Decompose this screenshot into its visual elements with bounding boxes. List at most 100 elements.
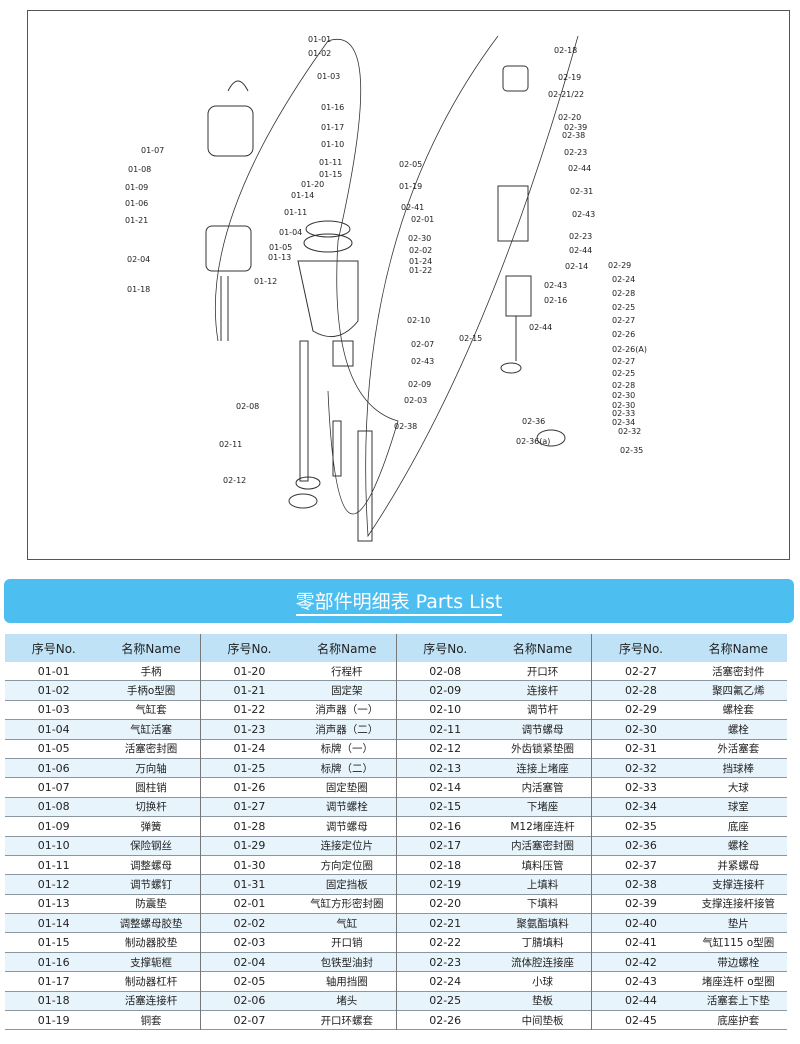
part-name: 垫板 [532, 995, 554, 1008]
part-name: 连接定位片 [320, 840, 374, 853]
part-name: 活塞连接杆 [124, 995, 178, 1008]
table-row: 02-11 调节螺母 [396, 720, 592, 740]
handle-shape [227, 80, 249, 92]
header-name: 名称Name [512, 641, 573, 656]
header-name: 名称Name [317, 641, 377, 656]
part-number: 02-07 [233, 1013, 266, 1027]
part-number: 02-11 [429, 722, 462, 736]
part-name: 球室 [727, 801, 749, 814]
callout-label: 01-14 [291, 191, 315, 200]
callout-label: 01-13 [268, 253, 292, 262]
part-number: 02-06 [233, 994, 266, 1008]
part-name: 上填料 [526, 878, 559, 891]
part-number: 01-20 [233, 664, 266, 678]
part-number: 01-24 [233, 742, 266, 756]
part-number: 02-36 [624, 839, 657, 853]
part-name: 连接上堵座 [516, 762, 569, 775]
part-name: 铜套 [140, 1014, 162, 1027]
callout-label: 02-26(A) [612, 345, 647, 354]
part-name: 气缸115 o型圈 [702, 937, 775, 950]
part-name: 调节螺栓 [325, 801, 368, 814]
part-number: 02-38 [624, 877, 657, 891]
header-no: 序号No. [423, 641, 468, 656]
callout-label: 01-02 [308, 49, 332, 58]
part-name: 方向定位圈 [320, 859, 374, 872]
callout-label: 02-25 [612, 369, 636, 378]
callout-label: 02-09 [408, 380, 432, 389]
part-name: 制动器胶垫 [124, 937, 178, 950]
callout-label: 01-04 [279, 228, 303, 237]
part-name: 小球 [532, 975, 554, 988]
parts-list-banner: 零部件明细表 Parts List [4, 579, 794, 623]
part-name: 开口环 [526, 665, 559, 678]
callout-label: 02-44 [568, 164, 592, 173]
part-name: 丁腈填料 [521, 937, 564, 950]
callout-label: 01-15 [319, 170, 343, 179]
callout-label: 01-24 [409, 257, 433, 266]
part-name: 消声器（一） [315, 704, 379, 717]
part-name: 气缸活塞 [130, 723, 173, 736]
part-name: 手柄o型圈 [126, 685, 176, 698]
part-name: 固定垫圈 [325, 782, 368, 795]
callout-label: 02-21/22 [548, 90, 585, 99]
part-name: 活塞密封件 [712, 665, 765, 678]
part-name: 底座护套 [717, 1014, 760, 1027]
callout-label: 02-11 [219, 440, 243, 449]
part-name: 调节螺母 [521, 723, 564, 736]
part-number: 01-28 [233, 819, 266, 833]
part-name: 行程杆 [331, 665, 363, 678]
table-row: 02-34 球室 [592, 797, 787, 818]
part-number: 02-08 [429, 664, 462, 678]
part-name: 切换杆 [135, 801, 167, 814]
part-number: 01-09 [37, 819, 70, 833]
part-number: 02-35 [624, 819, 657, 833]
part-name: 调节螺母 [325, 820, 368, 833]
header-name: 名称Name [708, 641, 769, 656]
part-name: 底座 [727, 820, 749, 833]
part-number: 02-34 [624, 800, 657, 814]
part-name: 手柄 [140, 665, 162, 678]
part-number: 02-03 [233, 936, 266, 950]
callout-label: 02-24 [612, 275, 636, 284]
part-name: M12堵座连杆 [510, 820, 575, 833]
part-number: 02-17 [429, 839, 462, 853]
part-name: 万向轴 [135, 762, 167, 775]
callout-label: 02-38 [394, 422, 418, 431]
table-header: 序号No. 名称Name [396, 634, 592, 662]
callout-label: 01-01 [308, 35, 332, 44]
callout-label: 01-12 [254, 277, 278, 286]
callout-label: 02-39 [564, 123, 588, 132]
part-number: 02-25 [429, 994, 462, 1008]
part-number: 02-39 [624, 897, 657, 911]
callout-label: 02-23 [569, 232, 593, 241]
callout-label: 02-41 [401, 203, 425, 212]
part-number: 01-01 [37, 664, 70, 678]
part-name: 包铁型油封 [320, 956, 374, 969]
callout-label: 02-12 [223, 476, 247, 485]
